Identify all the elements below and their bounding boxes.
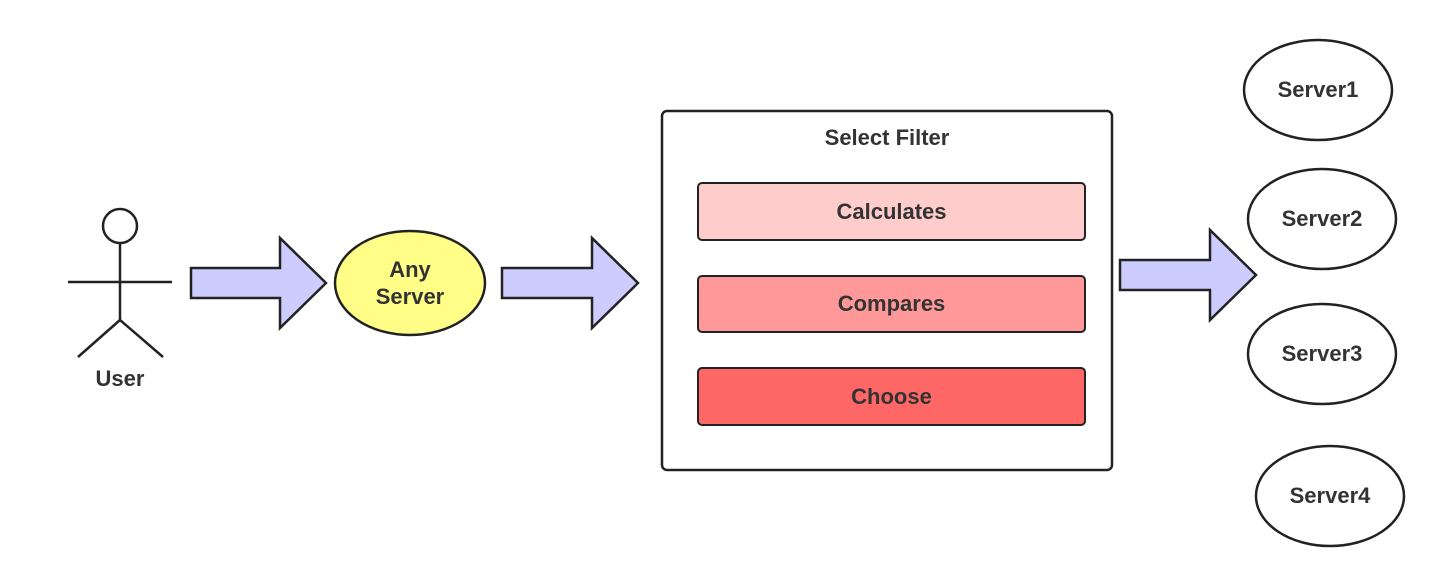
any-server-label-line2: Server [375,284,445,309]
user-label: User [95,366,145,391]
flow-arrow-server-to-filter [500,235,640,331]
flow-arrow-user-to-server [189,235,328,331]
server2-node [1246,167,1398,271]
server1-node [1242,38,1394,142]
server3-node [1246,302,1398,406]
server3-label: Server3 [1281,341,1363,366]
server4-node [1254,444,1406,548]
filter-step-choose: Choose [697,367,1086,426]
select-filter-title: Select Filter [824,125,950,150]
any-server-label-line1: Any [389,257,431,282]
server4-label: Server4 [1289,483,1371,508]
flow-arrow-filter-to-servers [1118,227,1258,323]
user-actor-icon [68,207,172,358]
filter-step-calculates: Calculates [697,182,1086,241]
server1-label: Server1 [1277,77,1359,102]
server2-label: Server2 [1281,206,1363,231]
any-server-node [333,229,487,337]
filter-step-compares: Compares [697,275,1086,333]
any-server-label: Any Server [335,256,485,310]
